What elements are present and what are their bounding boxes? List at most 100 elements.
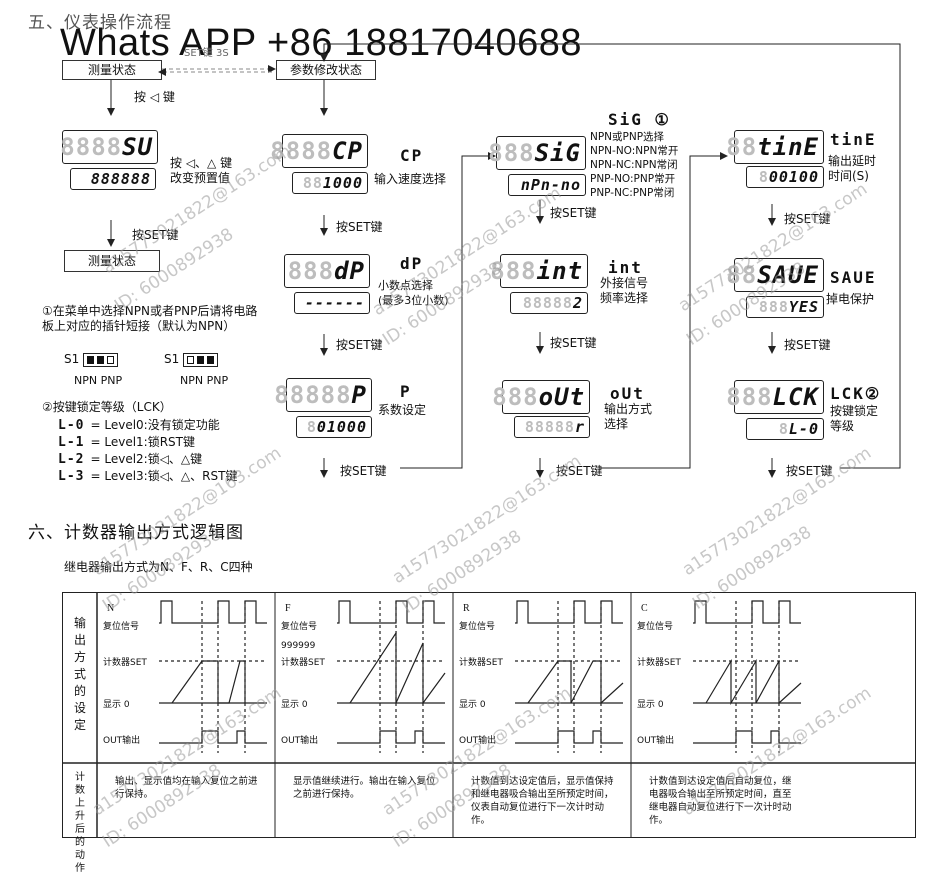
counter-set-label: 计数器SET [103,658,147,668]
count-ramp [527,660,624,705]
out-label: OUT输出 [103,736,141,746]
waveform-F [337,600,446,753]
press-left-label: 按 ◁ 键 [134,90,175,104]
state-measure-2: 测量状态 [64,250,160,272]
time-code: tinE [830,130,877,149]
set-3s-label: SET键 3S [184,48,229,59]
flow-connectors [107,43,901,478]
lock-level-row: L-0= Level0:没有锁定功能 [58,418,220,433]
dp-lcd-bottom: ------ [294,292,370,314]
lock-level-row: L-3 = Level3:锁◁、△、RST键 [58,469,237,484]
lock-level-code: L-3 [58,469,85,484]
counter-set-label: 计数器SET [281,658,325,668]
reset-label: 复位信号 [281,622,318,632]
reset-signal-line [693,600,801,624]
sv-press-set: 按SET键 [132,228,179,242]
time-press-set: 按SET键 [784,212,831,226]
lock-level-code: L-1 [58,435,85,450]
sig-press-set: 按SET键 [550,206,597,220]
lock-level-text: = Level1:锁RST键 [90,435,195,449]
lock-level-code: L-0 [58,418,85,433]
reset-signal-line [159,600,267,624]
count-ramp [349,630,446,705]
lck-code: LCK② [830,384,882,403]
jumper-npn-labels: NPN PNP [74,374,123,387]
dp-desc: 小数点选择 (最多3位小数) [378,279,449,307]
cp-press-set: 按SET键 [336,220,383,234]
reset-label: 复位信号 [459,622,496,632]
out-code: oUt [610,384,645,403]
lck-press-set: 按SET键 [786,464,833,478]
mode-name: N [107,603,115,614]
jumper-pnp-labels: NPN PNP [180,374,229,387]
jumper-s1-label-2: S1 [164,352,180,366]
int-press-set: 按SET键 [550,336,597,350]
jumper-s1-label: S1 [64,352,80,366]
lock-level-row: L-2= Level2:锁◁、△键 [58,452,202,467]
note2: ②按键锁定等级（LCK） [42,400,172,414]
out-signal-line [515,730,623,744]
waveform-C [693,600,802,753]
display-zero-label: 显示 0 [637,700,664,710]
sig-lcd-bottom: nPn-no [508,174,586,196]
counter-set-label: 计数器SET [459,658,503,668]
out-press-set: 按SET键 [556,464,603,478]
sv-lcd-bottom: 888888 [70,168,156,190]
lock-level-text: = Level3:锁◁、△、RST键 [90,469,238,483]
out-signal-line [159,730,267,744]
lock-level-row: L-1 = Level1:锁RST键 [58,435,195,450]
display-zero-label: 显示 0 [459,700,486,710]
lock-level-code: L-2 [58,452,85,467]
max-value-label: 999999 [281,641,316,651]
jumper-pnp-icon [183,352,219,367]
display-zero-label: 显示 0 [281,700,308,710]
p-code: P [400,382,412,401]
mode-name: F [285,603,291,614]
mode-name: R [463,603,470,614]
sv-desc: 按 ◁、△ 键 改变预置值 [170,156,233,185]
sig-code: SiG ① [608,110,671,129]
out-label: OUT输出 [281,736,319,746]
jumper-pnp-group: S1 [164,352,219,367]
section6-title: 六、计数器输出方式逻辑图 [28,523,244,543]
lck-desc: 按键锁定 等级 [830,404,879,433]
counter-set-label: 计数器SET [637,658,681,668]
state-measure: 测量状态 [62,60,162,80]
logic-table-grid [63,593,915,837]
row1-label: 输出方式的设定 [73,616,86,732]
reset-signal-line [337,600,445,624]
jumper-npn-group: S1 [64,352,119,367]
save-press-set: 按SET键 [784,338,831,352]
row2-label: 计数上升后的动作 [75,772,85,874]
count-ramp [705,658,802,706]
mode-desc: 显示值继续进行。输出在输入复位之前进行保持。 [293,776,436,800]
out-signal-line [693,730,801,744]
reset-label: 复位信号 [103,622,140,632]
section5-title: 五、仪表操作流程 [28,13,172,33]
time-desc: 输出延时 时间(S) [828,154,877,183]
display-zero-label: 显示 0 [103,700,130,710]
dp-code: dP [400,254,424,273]
waveform-R [515,600,624,753]
jumper-npn-icon [83,352,119,367]
p-desc: 系数设定 [378,403,427,417]
sig-desc: NPN或PNP选择 NPN-NO:NPN常开 NPN-NC:NPN常闭 PNP-… [590,131,679,199]
waveform-N [159,600,267,753]
out-signal-line [337,730,445,744]
p-press-set: 按SET键 [340,464,387,478]
